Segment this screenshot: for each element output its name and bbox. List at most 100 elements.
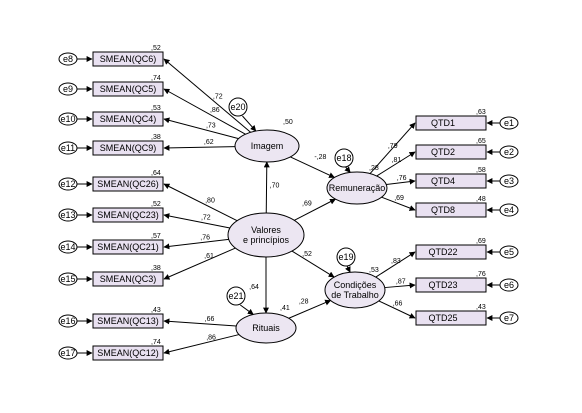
indicator-label: QTD23 bbox=[428, 280, 457, 290]
indicator-label: SMEAN(QC9) bbox=[100, 143, 157, 153]
loading-value: ,83 bbox=[391, 258, 401, 265]
indicator-label: QTD8 bbox=[431, 205, 455, 215]
error-term-label: e15 bbox=[60, 274, 75, 284]
indicator-label: SMEAN(QC21) bbox=[97, 242, 159, 252]
disturbance-arrow bbox=[242, 115, 257, 132]
indicator-box bbox=[92, 271, 164, 287]
indicator-box bbox=[92, 345, 164, 361]
latent-r2: ,53 bbox=[369, 267, 379, 274]
indicator-box bbox=[415, 173, 487, 189]
error-term bbox=[58, 208, 78, 222]
loading-arrow bbox=[163, 318, 237, 327]
loading-value: ,73 bbox=[206, 122, 216, 129]
loading-value: ,80 bbox=[205, 197, 215, 204]
loading-arrow bbox=[375, 251, 416, 278]
loading-value: ,86 bbox=[206, 334, 216, 341]
indicator-r2: ,64 bbox=[151, 170, 161, 177]
latent-variable bbox=[235, 312, 297, 344]
indicator-label: QTD22 bbox=[428, 247, 457, 257]
loading-value: ,61 bbox=[204, 253, 214, 260]
indicator-label: SMEAN(QC5) bbox=[100, 84, 157, 94]
indicator-r2: ,57 bbox=[151, 233, 161, 240]
indicator-label: QTD2 bbox=[431, 147, 455, 157]
latent-label: Valores bbox=[251, 225, 281, 235]
disturbance-label: e20 bbox=[230, 102, 245, 112]
loading-value: ,72 bbox=[201, 215, 211, 222]
indicator-label: SMEAN(QC3) bbox=[100, 274, 157, 284]
indicator-label: SMEAN(QC12) bbox=[97, 348, 159, 358]
indicator-r2: ,38 bbox=[151, 265, 161, 272]
indicator-label: SMEAN(QC4) bbox=[100, 114, 157, 124]
loading-arrow bbox=[163, 238, 229, 250]
error-term bbox=[499, 116, 519, 130]
error-term-label: e14 bbox=[60, 242, 75, 252]
indicator-r2: ,43 bbox=[151, 307, 161, 314]
disturbance-label: e21 bbox=[228, 291, 243, 301]
indicator-r2: ,52 bbox=[151, 45, 161, 52]
indicator-box bbox=[92, 239, 164, 255]
indicator-box bbox=[92, 51, 164, 67]
indicator-box bbox=[92, 111, 164, 127]
latent-label: e princípios bbox=[243, 235, 290, 245]
latent-r2: ,50 bbox=[283, 119, 293, 126]
error-term-label: e13 bbox=[60, 210, 75, 220]
indicator-box bbox=[415, 144, 487, 160]
error-term-label: e6 bbox=[504, 280, 514, 290]
error-term-label: e16 bbox=[60, 316, 75, 326]
error-term-label: e9 bbox=[63, 84, 73, 94]
error-term bbox=[58, 314, 78, 328]
loading-arrow bbox=[384, 282, 416, 289]
loading-value: ,69 bbox=[394, 195, 404, 202]
indicator-label: SMEAN(QC26) bbox=[97, 179, 159, 189]
loading-value: ,86 bbox=[210, 107, 220, 114]
latent-label: Imagem bbox=[251, 141, 284, 151]
error-term-label: e5 bbox=[504, 247, 514, 257]
disturbance-arrow bbox=[240, 304, 254, 315]
indicator-box bbox=[92, 176, 164, 192]
error-term bbox=[499, 278, 519, 292]
indicator-box bbox=[415, 244, 487, 260]
path-coefficient: ,69 bbox=[302, 201, 312, 208]
indicator-box bbox=[92, 207, 164, 223]
loading-arrow bbox=[163, 117, 239, 140]
indicator-label: QTD1 bbox=[431, 118, 455, 128]
loading-value: ,76 bbox=[397, 175, 407, 182]
indicator-r2: ,38 bbox=[151, 134, 161, 141]
indicator-box bbox=[415, 277, 487, 293]
structural-path-arrow bbox=[263, 161, 270, 214]
indicator-r2: ,65 bbox=[476, 138, 486, 145]
loading-value: ,79 bbox=[388, 143, 398, 150]
indicator-r2: ,76 bbox=[476, 271, 486, 278]
error-term-label: e11 bbox=[61, 143, 75, 153]
indicator-r2: ,74 bbox=[151, 75, 161, 82]
path-coefficient: ,28 bbox=[299, 298, 309, 305]
error-term bbox=[499, 311, 519, 325]
disturbance-term bbox=[226, 286, 246, 306]
loading-arrow bbox=[163, 144, 236, 151]
loading-value: ,87 bbox=[396, 278, 406, 285]
error-term-label: e8 bbox=[63, 54, 73, 64]
error-term bbox=[58, 52, 78, 66]
disturbance-term bbox=[228, 97, 248, 117]
loading-arrow bbox=[163, 183, 238, 222]
loading-arrow bbox=[163, 334, 240, 355]
error-term bbox=[58, 112, 78, 126]
loading-arrow bbox=[381, 196, 416, 211]
error-term bbox=[58, 82, 78, 96]
error-term bbox=[58, 177, 78, 191]
indicator-r2: ,74 bbox=[151, 339, 161, 346]
loading-arrow bbox=[386, 178, 416, 186]
loading-arrow bbox=[369, 122, 416, 174]
error-term-label: e3 bbox=[504, 176, 514, 186]
error-term bbox=[499, 174, 519, 188]
indicator-label: QTD25 bbox=[428, 313, 457, 323]
latent-label: Remuneração bbox=[329, 183, 386, 193]
latent-variable bbox=[324, 271, 386, 309]
latent-variable bbox=[227, 212, 305, 258]
indicator-r2: ,48 bbox=[476, 196, 486, 203]
disturbance-term bbox=[336, 247, 356, 267]
loading-value: ,66 bbox=[393, 301, 403, 308]
path-coefficient: ,64 bbox=[249, 284, 259, 291]
loading-arrow bbox=[163, 88, 246, 135]
path-coefficient: ,70 bbox=[270, 183, 280, 190]
